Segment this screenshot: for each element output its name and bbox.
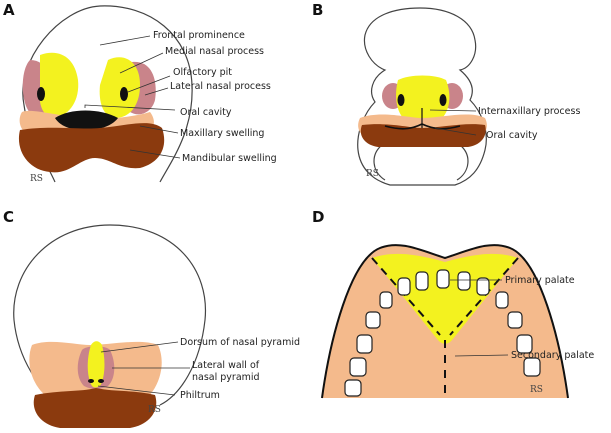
- panel-d-palate-border: [321, 244, 569, 399]
- panel-a-label-maxillary-swelling: Maxillary swelling: [180, 128, 264, 139]
- panel-a-medial-nasal-right: [99, 57, 140, 118]
- panel-a-label-frontal-prominence: Frontal prominence: [153, 30, 245, 41]
- panel-a-lead-frontal: [99, 35, 151, 46]
- panel-d-primary-palate: [372, 253, 518, 344]
- panel-a-lead-oral: [84, 104, 176, 111]
- panel-d-tooth: [457, 271, 471, 291]
- panel-a-signature: RS: [30, 174, 43, 184]
- panel-a-olfactory-pit-left: [37, 87, 45, 101]
- panel-d-teeth: [344, 269, 541, 397]
- panel-d-tooth: [365, 311, 381, 329]
- panel-d-tooth: [476, 277, 490, 296]
- panel-d-tooth: [495, 291, 509, 309]
- panel-b-label-oral-cavity: Oral cavity: [486, 130, 538, 141]
- panel-b-nostril-right: [439, 94, 447, 106]
- panel-c-dorsum-nasal-pyramid: [87, 341, 105, 388]
- panel-a-label-medial-nasal-process: Medial nasal process: [165, 46, 264, 57]
- panel-c-nostril-left: [88, 379, 94, 383]
- panel-b-label-internaxillary-process: Internaxillary process: [478, 106, 580, 117]
- panel-a-label-oral-cavity: Oral cavity: [180, 107, 232, 118]
- panel-b-lead-internaxillary: [429, 109, 477, 112]
- panel-d-tooth: [344, 379, 362, 397]
- panel-b-letter: B: [312, 1, 323, 19]
- panel-d-label-primary-palate: Primary palate: [505, 275, 575, 286]
- panel-a-olfactory-pit-right: [120, 87, 128, 101]
- panel-d-tooth: [397, 277, 411, 296]
- panel-c-label-dorsum-nasal-pyramid: Dorsum of nasal pyramid: [180, 337, 300, 348]
- panel-c-label-lateral-wall-line2: nasal pyramid: [192, 372, 260, 383]
- panel-d-tooth: [349, 357, 367, 377]
- panel-a-lead-maxillary: [139, 125, 179, 134]
- panel-d-label-secondary-palate: Secondary palate: [511, 350, 594, 361]
- panel-c-lower-lip: [33, 388, 157, 428]
- panel-a-label-mandibular-swelling: Mandibular swelling: [182, 153, 277, 164]
- panel-a-label-lateral-nasal-process: Lateral nasal process: [170, 81, 271, 92]
- panel-c-letter: C: [3, 208, 14, 226]
- panel-a-lead-mandibular: [129, 149, 181, 159]
- panel-a-lead-lateral: [144, 87, 169, 96]
- panel-c-label-lateral-wall-line1: Lateral wall of: [192, 360, 260, 371]
- panel-c-label-philtrum: Philtrum: [180, 390, 220, 401]
- panel-d-tooth: [507, 311, 523, 329]
- panel-a-lead-olfactory: [127, 75, 171, 93]
- panel-a-medial-nasal-left: [39, 52, 79, 118]
- panel-d-tooth: [356, 334, 373, 354]
- panel-b-face-contour: [373, 144, 469, 181]
- panel-a-label-olfactory-pit: Olfactory pit: [173, 67, 232, 78]
- panel-c-signature: RS: [148, 405, 161, 415]
- panel-d-tooth: [415, 271, 429, 291]
- panel-d-lead-secondary: [454, 354, 509, 357]
- panel-a-mandibular-swelling: [18, 123, 165, 173]
- panel-d-tooth: [516, 334, 533, 354]
- panel-d-tooth: [436, 269, 450, 289]
- panel-b-signature: RS: [366, 169, 379, 179]
- panel-d-signature: RS: [530, 385, 543, 395]
- panel-b-nostril-left: [397, 94, 405, 106]
- panel-d-incisive-suture-lines: [371, 257, 519, 336]
- panel-b-mandibular-swelling: [360, 124, 486, 147]
- panel-d: D RS Primary palate: [312, 208, 594, 399]
- panel-c-lead-dorsum: [100, 341, 179, 353]
- panel-a: A RS Frontal prominence Medial nasal pro…: [3, 1, 277, 184]
- panel-d-letter: D: [312, 208, 324, 226]
- panel-c: C RS Dorsum of nasal pyramid Lateral wal…: [3, 208, 300, 428]
- panel-b: B RS Internaxillary process Oral cavity: [312, 1, 580, 186]
- panel-b-lead-oral: [434, 127, 477, 136]
- panel-b-medial-nasal: [396, 75, 450, 123]
- panel-a-lead-medial: [119, 52, 164, 74]
- panel-a-oral-cavity: [55, 110, 118, 130]
- panel-c-lead-philtrum: [97, 385, 176, 396]
- panel-c-nostril-right: [98, 379, 104, 383]
- panel-d-tooth: [523, 357, 541, 377]
- panel-d-tooth: [379, 291, 393, 309]
- panel-a-letter: A: [3, 1, 15, 19]
